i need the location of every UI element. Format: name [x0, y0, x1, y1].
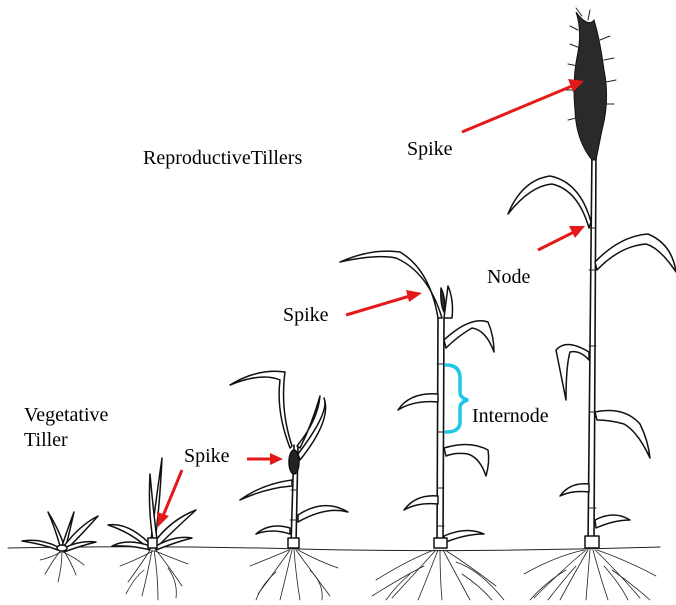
arrow-spike-top — [462, 79, 584, 132]
internode-bracket — [446, 365, 468, 432]
ground-line — [8, 547, 660, 551]
label-vegetative-line1: Vegetative — [24, 403, 108, 428]
label-vegetative-line2: Tiller — [24, 428, 108, 453]
label-spike-top: Spike — [407, 137, 453, 162]
plant-early-spike — [108, 458, 196, 600]
label-vegetative-tiller: Vegetative Tiller — [24, 403, 108, 453]
plant-mature — [508, 8, 676, 600]
arrow-spike-mid — [346, 290, 422, 315]
label-spike-small: Spike — [184, 444, 230, 469]
label-node: Node — [487, 265, 530, 290]
label-internode: Internode — [472, 404, 549, 429]
label-spike-mid: Spike — [283, 303, 329, 328]
arrow-node — [538, 226, 585, 250]
spike-early-boot — [289, 450, 299, 474]
plant-boot-stage — [230, 371, 348, 600]
label-reproductive-tillers: ReproductiveTillers — [143, 146, 302, 171]
spike-emerging — [441, 288, 445, 312]
arrow-spike-small — [247, 453, 283, 465]
